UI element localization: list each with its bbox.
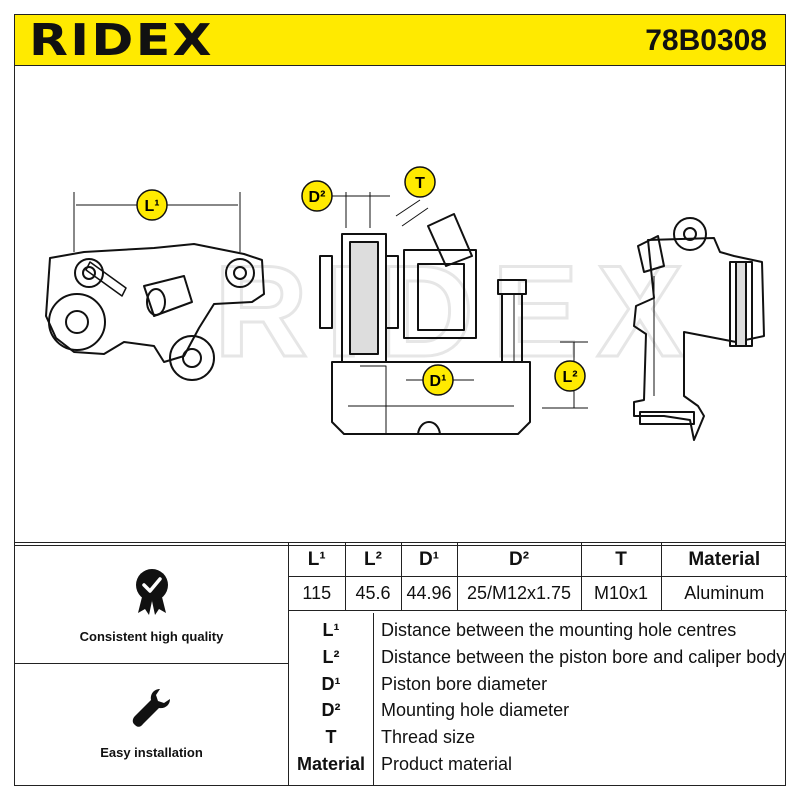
brand-logo: RIDEX bbox=[29, 15, 214, 66]
quality-badge-icon bbox=[135, 569, 168, 615]
feature-installation: Easy installation bbox=[15, 663, 288, 785]
spec-header-d2: D² bbox=[456, 543, 582, 577]
spec-value-l1: 115 bbox=[289, 576, 346, 611]
part-number: 78B0308 bbox=[645, 24, 767, 57]
spec-header-d1: D¹ bbox=[400, 543, 458, 577]
label-l2-badge bbox=[554, 360, 586, 392]
spec-value-t: M10x1 bbox=[580, 576, 662, 611]
legend-desc: Distance between the piston bore and cal… bbox=[381, 647, 786, 667]
legend-desc: Product material bbox=[381, 754, 513, 774]
legend-key: T bbox=[325, 727, 337, 747]
legend-divider bbox=[373, 613, 374, 785]
caliper-right-view bbox=[633, 217, 765, 441]
spec-header-material: Material bbox=[660, 543, 787, 577]
label-l1: L¹ bbox=[144, 198, 159, 215]
legend-desc: Distance between the mounting hole centr… bbox=[381, 620, 737, 640]
wrench-icon bbox=[132, 689, 170, 727]
spec-value-l2: 45.6 bbox=[344, 576, 402, 611]
legend-desc: Mounting hole diameter bbox=[381, 700, 570, 720]
feature-quality: Consistent high quality bbox=[15, 543, 288, 664]
feature-quality-label: Consistent high quality bbox=[79, 629, 224, 644]
legend-row: L¹ Distance between the mounting hole ce… bbox=[289, 617, 787, 643]
spec-value-d2: 25/M12x1.75 bbox=[456, 576, 582, 611]
legend-desc: Piston bore diameter bbox=[381, 674, 548, 694]
feature-installation-label: Easy installation bbox=[100, 745, 203, 760]
spec-value-material: Aluminum bbox=[660, 576, 787, 611]
spec-table: L¹ L² D¹ D² T Material 115 45.6 44.96 25… bbox=[289, 543, 787, 611]
legend-desc: Thread size bbox=[381, 727, 476, 747]
spec-value-d1: 44.96 bbox=[400, 576, 458, 611]
spec-header-t: T bbox=[580, 543, 662, 577]
header-bar: RIDEX 78B0308 bbox=[14, 14, 786, 66]
spec-section: Consistent high quality Easy installatio… bbox=[14, 542, 787, 786]
spec-table-value-row: 115 45.6 44.96 25/M12x1.75 M10x1 Aluminu… bbox=[289, 576, 787, 611]
label-t: T bbox=[415, 175, 425, 192]
label-d2: D² bbox=[309, 189, 326, 206]
spec-header-l1: L¹ bbox=[289, 543, 346, 577]
spec-header-l2: L² bbox=[344, 543, 402, 577]
legend-key: D¹ bbox=[321, 674, 341, 694]
caliper-center-view bbox=[319, 192, 588, 435]
label-l1-badge bbox=[136, 189, 168, 221]
caliper-left-view bbox=[45, 192, 265, 381]
legend-row: D¹ Piston bore diameter bbox=[289, 671, 787, 697]
label-d1: D¹ bbox=[430, 373, 447, 390]
label-l2: L² bbox=[562, 369, 577, 386]
label-d2-badge bbox=[301, 180, 333, 212]
legend-key: L² bbox=[322, 647, 340, 667]
features-column: Consistent high quality Easy installatio… bbox=[15, 543, 289, 785]
watermark-text: RIDEX bbox=[214, 238, 701, 384]
label-t-badge bbox=[404, 166, 436, 198]
label-d1-badge bbox=[422, 364, 454, 396]
dimension-labels: L¹ D² T D¹ L² bbox=[136, 166, 586, 396]
legend-key: Material bbox=[296, 754, 366, 774]
legend-key: L¹ bbox=[322, 620, 340, 640]
legend-key: D² bbox=[321, 700, 341, 720]
legend-row: D² Mounting hole diameter bbox=[289, 697, 787, 723]
caliper-technical-drawing: RIDEX bbox=[45, 166, 765, 441]
spec-table-header-row: L¹ L² D¹ D² T Material bbox=[289, 543, 787, 577]
legend-row: T Thread size bbox=[289, 724, 787, 750]
legend-row: Material Product material bbox=[289, 751, 787, 777]
legend-row: L² Distance between the piston bore and … bbox=[289, 644, 787, 670]
